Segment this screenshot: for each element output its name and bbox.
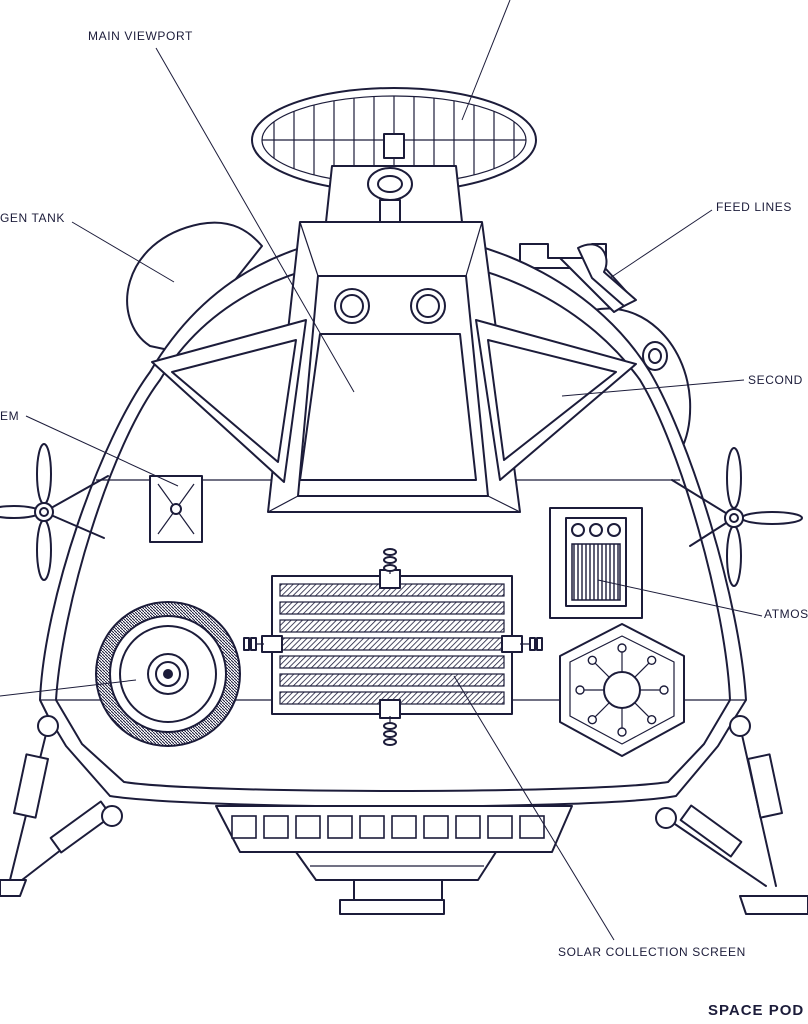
lower-skirt — [215, 805, 573, 915]
left-propeller — [0, 443, 109, 581]
top-hatch — [325, 165, 463, 223]
solar-strip — [279, 619, 505, 633]
solar-strip — [279, 655, 505, 669]
main-viewport-window — [299, 333, 477, 481]
label-solar-collection-screen: SOLAR COLLECTION SCREEN — [558, 945, 746, 959]
leader-lines — [0, 0, 763, 941]
skirt-window — [519, 815, 545, 839]
side-windows — [151, 319, 637, 483]
label-feed-lines: FEED LINES — [716, 200, 792, 214]
skirt-window — [327, 815, 353, 839]
skirt-window — [263, 815, 289, 839]
label-atmos: ATMOS — [764, 607, 808, 621]
atmos-unit — [549, 507, 643, 619]
landing-legs — [0, 715, 808, 915]
label-main-viewport: MAIN VIEWPORT — [88, 29, 193, 43]
right-propeller — [671, 447, 803, 587]
skirt-window — [295, 815, 321, 839]
skirt-window — [487, 815, 513, 839]
skirt-window — [359, 815, 385, 839]
solar-collection-screen — [243, 548, 543, 746]
label-secondary: SECOND — [748, 373, 803, 387]
main-viewport-frame — [267, 221, 521, 513]
skirt-window — [391, 815, 417, 839]
skirt-window — [231, 815, 257, 839]
solar-strip — [279, 637, 505, 651]
hexagon-module — [559, 623, 685, 757]
page-title: SPACE POD — [708, 1002, 804, 1019]
label-left-system: EM — [0, 409, 19, 423]
skirt-window — [423, 815, 449, 839]
left-system-panel — [149, 475, 203, 543]
oxygen-tank — [126, 221, 263, 353]
solar-strip — [279, 673, 505, 687]
circular-vent — [95, 601, 241, 747]
label-oxygen-tank: GEN TANK — [0, 211, 65, 225]
skirt-window — [455, 815, 481, 839]
solar-strip — [279, 601, 505, 615]
